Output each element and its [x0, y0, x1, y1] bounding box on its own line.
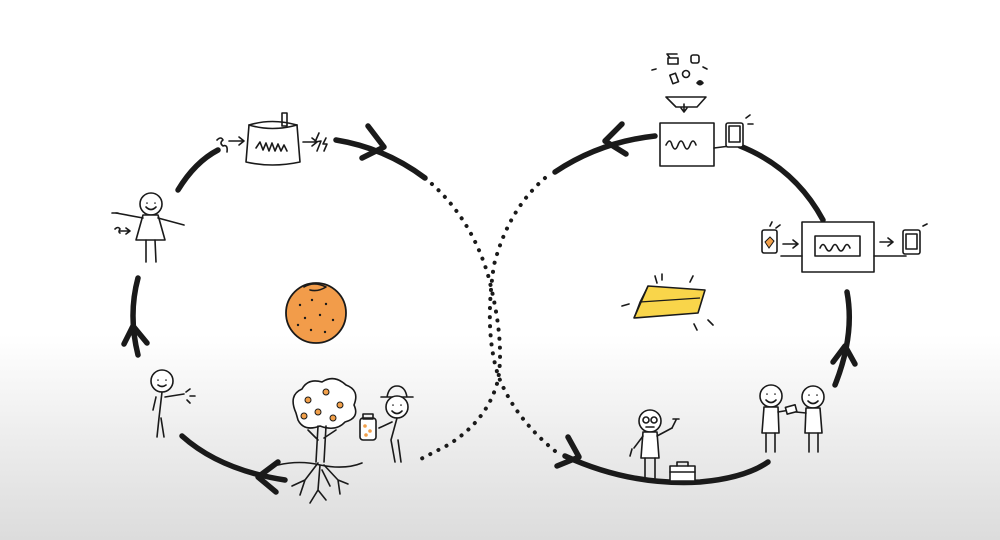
left-arc-top-right	[333, 137, 428, 181]
left-dotted-arc	[413, 176, 503, 464]
left-cycle	[121, 123, 503, 495]
right-arc-right-bottom	[832, 289, 853, 388]
right-arrow-top	[602, 121, 629, 157]
composting-biogas-icon	[216, 112, 328, 166]
sharing-people-icon	[759, 384, 825, 453]
right-dotted-arc	[487, 176, 562, 457]
left-arrow-top	[359, 123, 387, 161]
left-arrow-bottom	[255, 459, 281, 495]
right-arc-top	[552, 133, 658, 175]
repair-person-icon	[629, 409, 696, 482]
right-arrow-bottom	[554, 434, 582, 469]
gold-bar-icon	[621, 273, 714, 331]
left-arc-bottom	[179, 433, 288, 483]
refurbishing-machine-icon	[761, 221, 928, 273]
material-recycling-machine-icon	[651, 53, 754, 167]
left-arc-top-left	[175, 147, 221, 193]
orange-tree-icon	[277, 377, 363, 504]
orange-icon	[285, 282, 347, 344]
left-arc-side	[130, 275, 141, 358]
right-cycle	[487, 121, 858, 486]
right-arrow-right	[830, 343, 858, 367]
child-icon	[111, 192, 185, 263]
farmer-with-juice-icon	[359, 385, 414, 463]
right-arc-bottom	[562, 453, 771, 486]
consumer-icon	[150, 369, 196, 438]
right-arc-right-top	[737, 143, 826, 223]
left-arrow-left	[121, 323, 150, 347]
